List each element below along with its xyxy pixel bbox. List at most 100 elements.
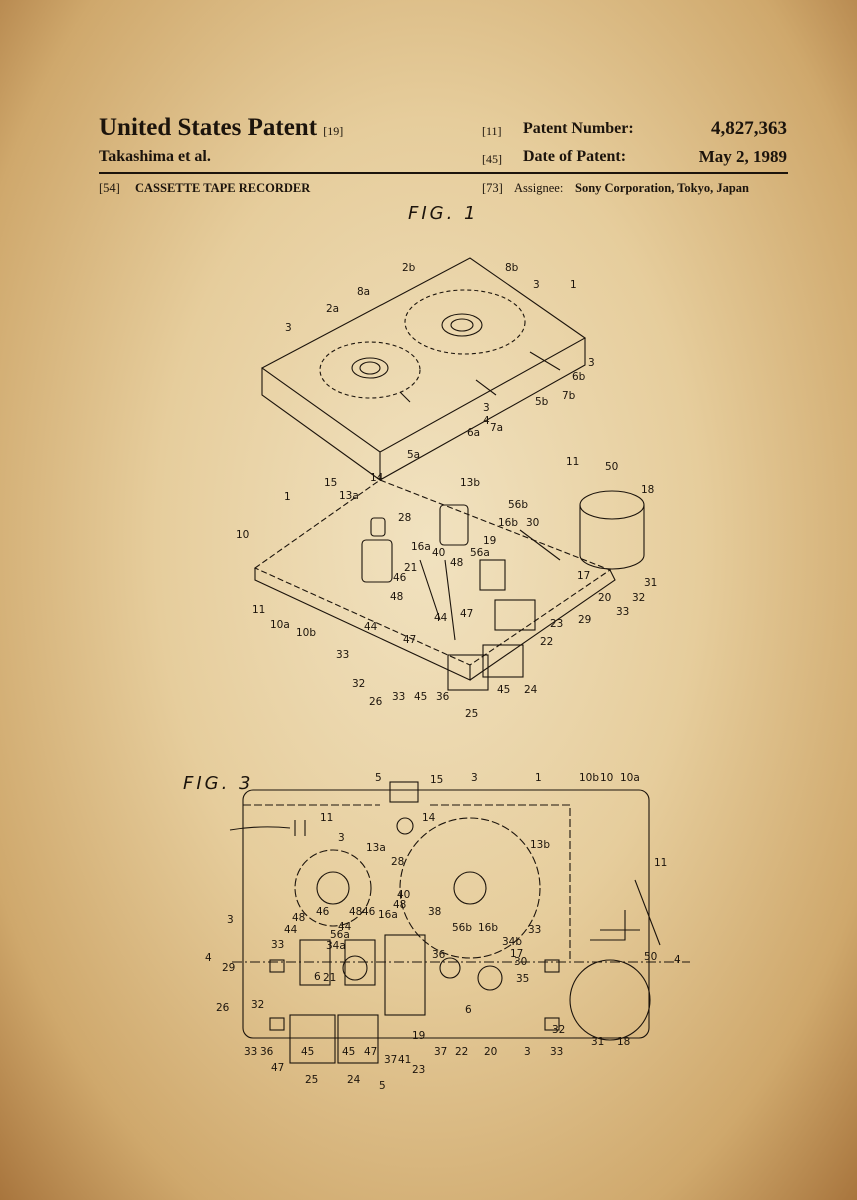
reference-numeral: 11 xyxy=(252,604,265,616)
reference-numeral: 3 xyxy=(227,914,234,926)
reference-numeral: 6b xyxy=(572,371,586,383)
reference-numeral: 46 xyxy=(393,572,407,584)
document-title: United States Patent [19] xyxy=(99,114,343,142)
reference-numeral: 19 xyxy=(412,1030,425,1042)
reference-numeral: 41 xyxy=(398,1054,411,1066)
reference-numeral: 13a xyxy=(366,842,386,854)
reference-numeral: 48 xyxy=(393,899,406,911)
reference-numeral: 32 xyxy=(632,592,645,604)
reference-numeral: 10a xyxy=(620,772,640,784)
reference-numeral: 2b xyxy=(402,262,416,274)
reference-numeral: 46 xyxy=(362,906,376,918)
reference-numeral: 3 xyxy=(524,1046,531,1058)
reference-numeral: 31 xyxy=(591,1036,604,1048)
fig1-drawing xyxy=(253,257,645,691)
reference-numeral: 3 xyxy=(285,322,292,334)
reference-numeral: 45 xyxy=(342,1046,355,1058)
reference-numeral: 32 xyxy=(251,999,264,1011)
reference-numeral: 56a xyxy=(330,929,350,941)
reference-numeral: 26 xyxy=(369,696,383,708)
reference-numeral: 32 xyxy=(552,1024,565,1036)
reference-numeral: 10a xyxy=(270,619,290,631)
reference-numeral: 1 xyxy=(570,279,577,291)
reference-numeral: 56b xyxy=(508,499,528,511)
title-text: United States Patent xyxy=(99,114,318,141)
reference-numeral: 50 xyxy=(644,951,657,963)
reference-numeral: 30 xyxy=(514,956,527,968)
reference-numeral: 22 xyxy=(540,636,553,648)
reference-numeral: 48 xyxy=(292,912,305,924)
reference-numeral: 19 xyxy=(483,535,496,547)
reference-numeral: 44 xyxy=(284,924,298,936)
reference-numeral: 25 xyxy=(305,1074,318,1086)
reference-numeral: 13b xyxy=(530,839,550,851)
patent-number-code: [11] xyxy=(482,124,502,138)
patent-number: 4,827,363 xyxy=(711,118,787,139)
reference-numeral: 6a xyxy=(467,427,480,439)
reference-numeral: 8a xyxy=(357,286,370,298)
reference-numeral: 37 xyxy=(384,1054,397,1066)
reference-numeral: 5 xyxy=(379,1080,386,1092)
reference-numeral: 6 xyxy=(465,1004,472,1016)
reference-numeral: 15 xyxy=(430,774,443,786)
reference-numeral: 48 xyxy=(450,557,463,569)
reference-numeral: 33 xyxy=(271,939,284,951)
reference-numeral: 33 xyxy=(244,1046,257,1058)
reference-numeral: 25 xyxy=(465,708,478,720)
reference-numeral: 5 xyxy=(375,772,382,784)
reference-numeral: 3 xyxy=(338,832,345,844)
reference-numeral: 13a xyxy=(339,490,359,502)
reference-numeral: 2a xyxy=(326,303,339,315)
reference-numeral: 18 xyxy=(617,1036,630,1048)
fig3-drawing xyxy=(229,781,690,1064)
assignee-label: Assignee: xyxy=(514,181,564,195)
reference-numeral: 6 xyxy=(314,971,321,983)
reference-numeral: 45 xyxy=(497,684,510,696)
reference-numeral: 10b xyxy=(296,627,316,639)
reference-numeral: 8b xyxy=(505,262,519,274)
assignee: Sony Corporation, Tokyo, Japan xyxy=(575,181,750,195)
reference-numeral: 30 xyxy=(526,517,539,529)
reference-numeral: 18 xyxy=(641,484,654,496)
reference-numeral: 16a xyxy=(378,909,398,921)
fig3-title: FIG. 3 xyxy=(183,773,254,794)
date-code: [45] xyxy=(482,152,502,166)
reference-numeral: 4 xyxy=(674,954,681,966)
reference-numeral: 37 xyxy=(434,1046,447,1058)
reference-numeral: 3 xyxy=(588,357,595,369)
reference-numeral: 4 xyxy=(483,415,490,427)
reference-numeral: 1 xyxy=(535,772,542,784)
reference-numeral: 36 xyxy=(432,949,446,961)
patent-date: May 2, 1989 xyxy=(698,147,787,166)
reference-numeral: 36 xyxy=(260,1046,274,1058)
reference-numeral: 22 xyxy=(455,1046,468,1058)
reference-numeral: 44 xyxy=(364,621,378,633)
invention-title: CASSETTE TAPE RECORDER xyxy=(135,181,311,195)
reference-numeral: 56a xyxy=(470,547,490,559)
reference-numeral: 7b xyxy=(562,390,576,402)
mechanism-drawing xyxy=(253,479,645,691)
reference-numeral: 11 xyxy=(654,857,667,869)
reference-numeral: 1 xyxy=(284,491,291,503)
reference-numeral: 34a xyxy=(326,940,346,952)
reference-numeral: 31 xyxy=(644,577,657,589)
reference-numeral: 34b xyxy=(502,936,522,948)
reference-numeral: 40 xyxy=(432,547,445,559)
cassette-drawing xyxy=(260,257,587,482)
reference-numeral: 46 xyxy=(316,906,330,918)
reference-numeral: 33 xyxy=(336,649,349,661)
reference-numeral: 56b xyxy=(452,922,472,934)
reference-numeral: 44 xyxy=(434,612,448,624)
reference-numeral: 15 xyxy=(324,477,337,489)
title-field-code: [54] xyxy=(99,181,120,195)
reference-numeral: 16b xyxy=(498,517,518,529)
reference-numeral: 16a xyxy=(411,541,431,553)
reference-numeral: 33 xyxy=(616,606,629,618)
reference-numeral: 5a xyxy=(407,449,420,461)
header-rule xyxy=(99,172,788,174)
title-code: [19] xyxy=(323,124,344,138)
reference-numeral: 40 xyxy=(397,889,410,901)
reference-numeral: 26 xyxy=(216,1002,230,1014)
assignee-code: [73] xyxy=(482,181,503,195)
